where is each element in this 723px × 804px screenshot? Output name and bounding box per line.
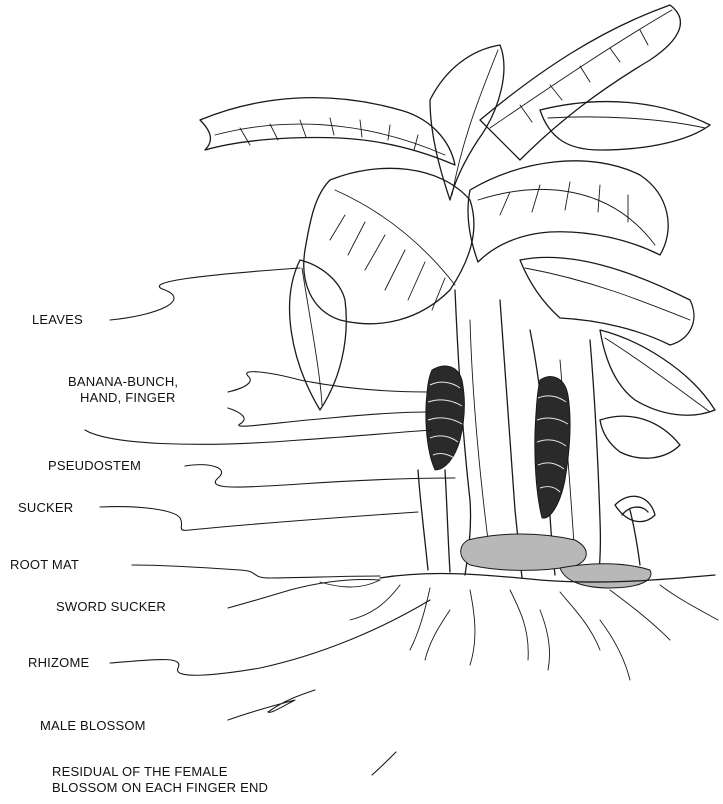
label-leaves: LEAVES [32, 312, 83, 328]
leader-banana-bunch [228, 372, 428, 392]
label-pseudostem: PSEUDOSTEM [48, 458, 141, 474]
label-root-mat: ROOT MAT [10, 557, 79, 573]
leader-sword-sucker [228, 579, 380, 608]
label-sucker: SUCKER [18, 500, 73, 516]
banana-bunch-right [535, 376, 570, 518]
label-residual-line2: BLOSSOM ON EACH FINGER END [52, 780, 268, 796]
leader-leaves [110, 268, 300, 320]
leader-hand-finger [228, 408, 430, 426]
label-banana-bunch-line2: HAND, FINGER [80, 390, 176, 406]
leader-residual [372, 752, 396, 775]
label-male-blossom: MALE BLOSSOM [40, 718, 146, 734]
label-sword-sucker: SWORD SUCKER [56, 599, 166, 615]
leader-male-blossom [228, 690, 315, 720]
leader-lines [85, 268, 455, 775]
leader-finger [85, 430, 432, 444]
label-banana-bunch-line1: BANANA-BUNCH, [68, 374, 178, 390]
leader-pseudostem [185, 465, 455, 487]
label-rhizome: RHIZOME [28, 655, 89, 671]
leader-sucker [100, 507, 418, 531]
leader-root-mat [132, 565, 380, 578]
label-residual-line1: RESIDUAL OF THE FEMALE [52, 764, 228, 780]
rhizome-and-roots [320, 507, 718, 680]
banana-bunch-left [426, 366, 465, 470]
